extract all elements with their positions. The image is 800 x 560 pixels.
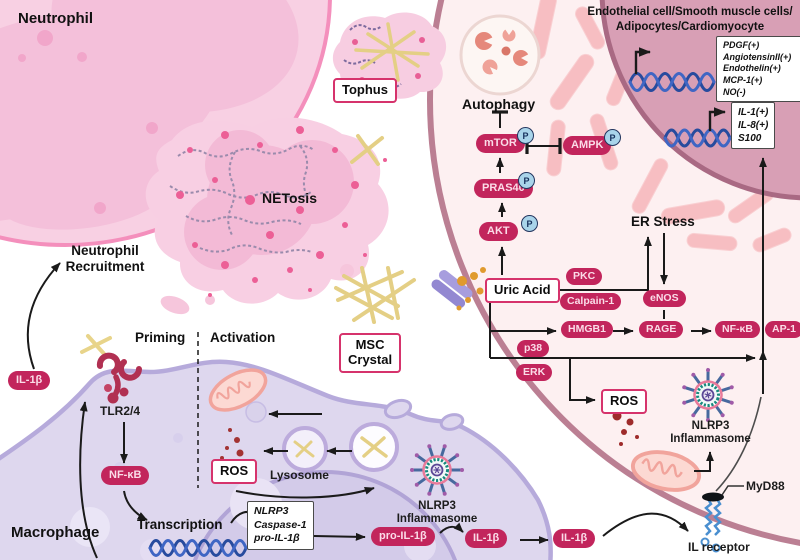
autophagosome-icon — [459, 14, 541, 96]
er-stress-label: ER Stress — [631, 214, 695, 229]
nlrp3-line1: NLRP3 — [418, 500, 456, 512]
urat-transporter-icon — [431, 270, 473, 308]
tophus-box: Tophus — [333, 78, 397, 103]
arrows-layer — [26, 47, 767, 559]
header-line1: Endothelial cell/Smooth muscle cells/ — [587, 6, 793, 18]
gene-endothelin: Endothelin(+) — [723, 63, 781, 74]
net-chromatin-strands — [169, 144, 315, 254]
activation-label: Activation — [210, 330, 276, 345]
mtor-pill: mTOR — [476, 134, 525, 153]
tlr-receptor-icon — [96, 352, 142, 404]
il1b-pill-extracellular: IL-1β — [553, 529, 596, 548]
erk-pill: ERK — [516, 364, 553, 381]
msu-crystal-cluster-icon — [334, 266, 416, 324]
neutrophil-cell — [0, 0, 332, 247]
dna-helix-macrophage — [148, 539, 248, 557]
gene-pdgf: PDGF(+) — [723, 40, 760, 50]
uric-acid-box: Uric Acid — [485, 278, 560, 303]
msc-crystal-box: MSC Crystal — [339, 333, 402, 373]
dna-helix-nucleus-2 — [663, 128, 732, 148]
ap1-pill: AP-1 — [765, 321, 800, 338]
msu-crystal-icon — [80, 334, 112, 358]
uric-acid-molecules — [456, 267, 486, 311]
netosis-label: NETosis — [262, 190, 317, 206]
gene-il1: IL-1(+) — [738, 107, 769, 118]
header-line2: Adipocytes/Cardiomyocyte — [615, 20, 765, 33]
crystal-vesicle-icon — [349, 422, 399, 472]
phospho-badge-ampk: P — [604, 129, 621, 146]
gene-no: NO(-) — [723, 86, 746, 97]
tophus-blob — [332, 12, 447, 99]
ampk-pill: AMPK — [563, 136, 612, 155]
il1b-pill-left: IL-1β — [8, 371, 51, 390]
rage-pill: RAGE — [639, 321, 684, 338]
transcription-label: Transcription — [137, 517, 223, 532]
gene-mcp1: MCP-1(+) — [723, 75, 763, 86]
dna-helix-nucleus-1 — [628, 72, 716, 92]
nlrp3-inflammasome-label-macrophage: NLRP3 Inflammasome — [387, 500, 487, 526]
inflammatory-gene-box: IL-1(+) IL-8(+) S100 — [731, 102, 776, 149]
msu-crystal-icon — [354, 22, 430, 82]
ros-box-macrophage: ROS — [211, 459, 258, 484]
il1b-pill-macrophage: IL-1β — [465, 529, 508, 548]
ros-dots — [220, 428, 244, 460]
msc-line1: MSC — [355, 337, 385, 352]
il-receptor-icon — [700, 492, 724, 553]
endothelial-header: Endothelial cell/Smooth muscle cells/ Ad… — [580, 5, 800, 35]
myd88-label: MyD88 — [746, 479, 785, 493]
nlrp3-line2: Inflammasome — [670, 433, 751, 446]
netosis-blob — [145, 117, 389, 315]
nfkb-pill-macrophage: NF-κB — [101, 466, 150, 485]
hmgb1-pill: HMGB1 — [561, 321, 613, 338]
macrophage-gene-box: NLRP3 Caspase-1 pro-IL-1β — [247, 501, 314, 550]
akt-pill: AKT — [479, 222, 518, 241]
gene-s100: S100 — [738, 133, 762, 144]
lysosome-label: Lysosome — [270, 468, 329, 482]
recruitment-line2: Recruitment — [65, 258, 145, 274]
ros-box-endothelial: ROS — [601, 389, 648, 414]
neutrophil-recruitment-label: Neutrophil Recruitment — [40, 243, 170, 274]
vascular-gene-box: PDGF(+) AngiotensinII(+) Endothelin(+) M… — [716, 36, 800, 103]
neutrophil-label: Neutrophil — [18, 10, 93, 27]
calpain1-pill: Calpain-1 — [560, 293, 622, 310]
phospho-badge-akt: P — [521, 215, 538, 232]
nlrp3-line2: Inflammasome — [396, 513, 478, 526]
p38-pill: p38 — [517, 340, 550, 357]
priming-label: Priming — [135, 330, 186, 345]
autophagy-label: Autophagy — [462, 96, 536, 112]
gene-nlrp3: NLRP3 — [254, 505, 289, 517]
macrophage-label: Macrophage — [11, 524, 100, 541]
nlrp3-inflammasome-label-endothelial: NLRP3 Inflammasome — [663, 420, 758, 446]
gene-pro-il1b: pro-IL-1β — [254, 532, 300, 545]
recruitment-line1: Neutrophil — [71, 243, 139, 258]
gene-caspase1: Caspase-1 — [254, 518, 307, 531]
lysosome-icon — [282, 426, 328, 472]
tlr-label: TLR2/4 — [100, 404, 141, 418]
nfkb-pill-endothelial: NF-κB — [715, 321, 760, 338]
pro-il1b-pill: pro-IL-1β — [371, 527, 435, 546]
pkc-pill: PKC — [566, 268, 603, 285]
phospho-badge-pras40: P — [518, 172, 535, 189]
il-receptor-label: IL receptor — [688, 540, 750, 554]
enos-pill: eNOS — [643, 290, 686, 307]
gene-angiotensin: AngiotensinII(+) — [723, 51, 792, 62]
msc-line2: Crystal — [348, 351, 393, 367]
nlrp3-line1: NLRP3 — [691, 420, 730, 432]
phospho-badge-mtor: P — [517, 127, 534, 144]
gene-il8: IL-8(+) — [738, 120, 769, 131]
